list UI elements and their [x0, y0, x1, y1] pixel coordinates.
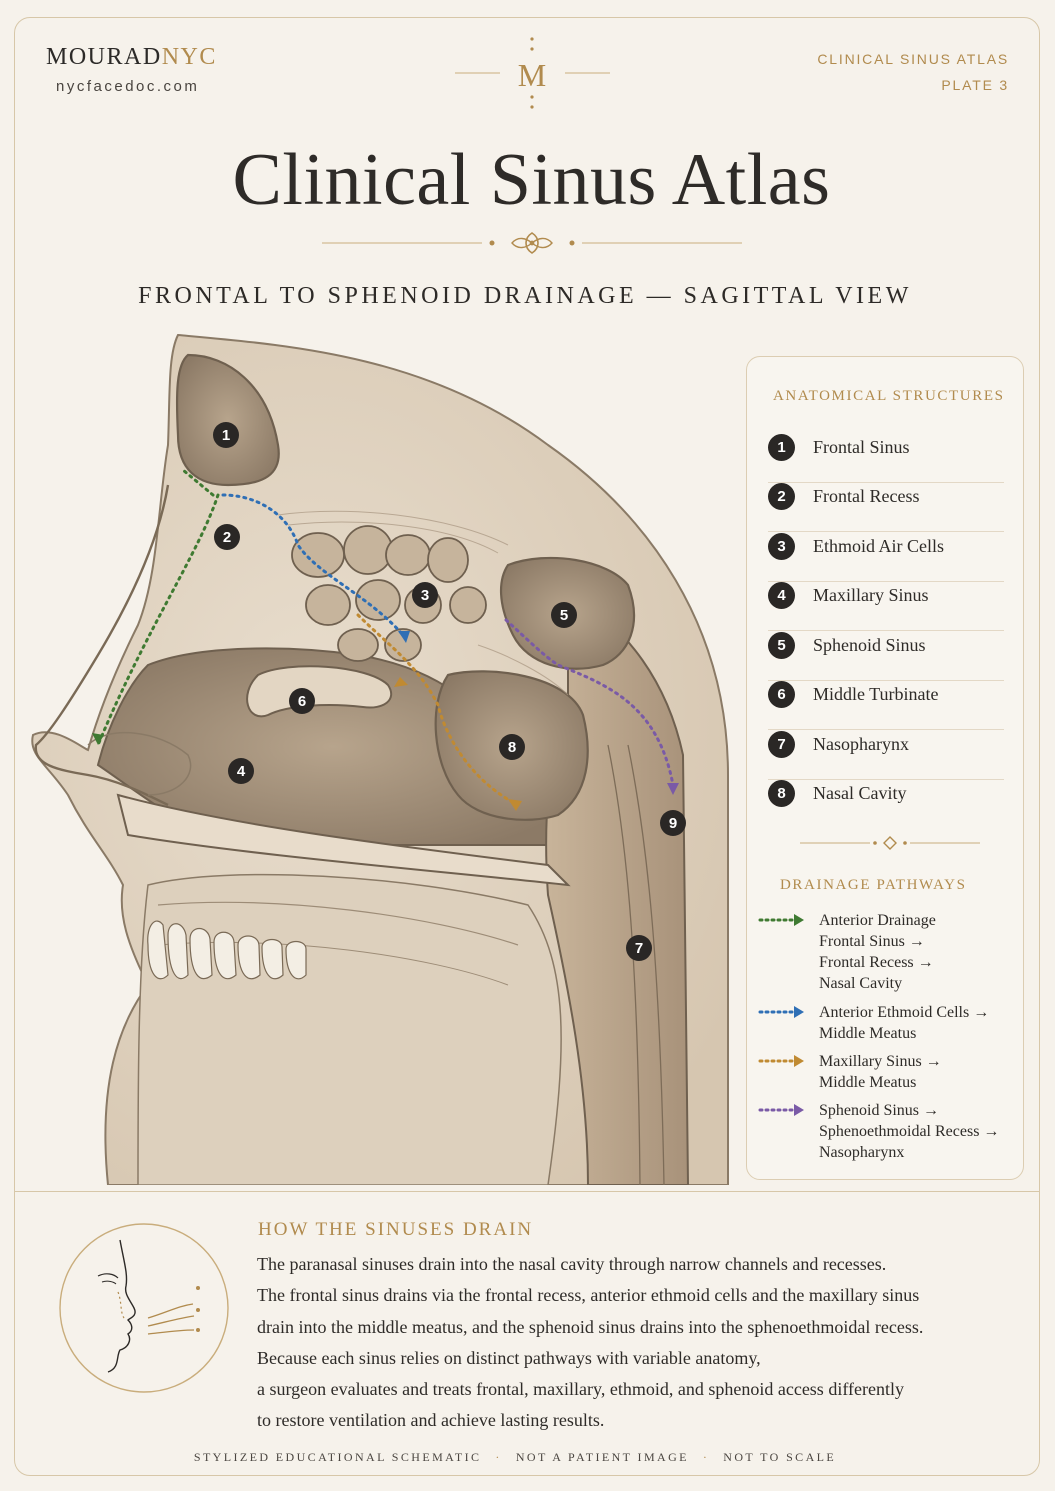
- footer-separator: ·: [495, 1450, 502, 1464]
- page-title: Clinical Sinus Atlas: [232, 139, 831, 221]
- brand-accent: NYC: [161, 44, 217, 70]
- title-ornament: [322, 232, 742, 254]
- series-label: CLINICAL SINUS ATLAS: [817, 51, 1009, 67]
- structure-number: 2: [768, 483, 795, 510]
- monogram-letter: M: [518, 57, 546, 93]
- marker-9: 9: [660, 810, 686, 836]
- svg-text:2: 2: [223, 529, 231, 546]
- pathway-text: Maxillary Sinus → Middle Meatus: [819, 1053, 942, 1091]
- body-line: to restore ventilation and achieve lasti…: [257, 1410, 605, 1430]
- structure-number: 1: [768, 434, 795, 461]
- blue-arrow-icon: [758, 1006, 804, 1018]
- body-line: drain into the middle meatus, and the sp…: [257, 1317, 924, 1337]
- structure-label: Frontal Recess: [813, 486, 920, 506]
- green-drainage-path: [92, 468, 220, 747]
- structure-number: 6: [768, 681, 795, 708]
- plate-number: PLATE 3: [941, 77, 1009, 93]
- page-frame: [14, 17, 1040, 1476]
- blue-drainage-path: [221, 493, 410, 643]
- brand-logo: MOURADNYC: [46, 44, 217, 71]
- pathway-text: Sphenoid Sinus → Sphenoethmoidal Recess …: [819, 1102, 1000, 1161]
- how-heading: HOW THE SINUSES DRAIN: [258, 1219, 534, 1240]
- brand-main: MOURAD: [46, 44, 162, 70]
- structure-number: 4: [768, 582, 795, 609]
- svg-text:7: 7: [635, 940, 643, 957]
- gold-drainage-path: [356, 613, 522, 811]
- section-divider: [14, 1191, 1040, 1193]
- structure-row: 4 Maxillary Sinus: [768, 582, 1004, 631]
- structure-row: 1 Frontal Sinus: [768, 434, 1004, 483]
- svg-text:4: 4: [237, 763, 246, 780]
- structure-label: Nasal Cavity: [813, 783, 907, 803]
- marker-6: 6: [289, 688, 315, 714]
- footer-disclaimer: STYLIZED EDUCATIONAL SCHEMATIC · NOT A PAT…: [0, 1450, 1030, 1465]
- structure-number: 3: [768, 533, 795, 560]
- structure-row: 7 Nasopharynx: [768, 731, 1004, 780]
- green-arrow-icon: [758, 914, 804, 926]
- svg-text:5: 5: [560, 607, 568, 624]
- body-line: The paranasal sinuses drain into the nas…: [257, 1254, 887, 1274]
- structure-label: Maxillary Sinus: [813, 585, 929, 605]
- structures-heading: ANATOMICAL STRUCTURES: [773, 388, 1005, 404]
- marker-3: 3: [412, 582, 438, 608]
- structure-number: 5: [768, 632, 795, 659]
- body-line: a surgeon evaluates and treats frontal, …: [257, 1379, 904, 1399]
- sagittal-anatomy-illustration: 1 2 3 4 5 6 7 8 9: [31, 333, 729, 1185]
- legend-divider-ornament: [800, 836, 980, 850]
- structure-row: 2 Frontal Recess: [768, 483, 1004, 532]
- svg-text:8: 8: [508, 739, 516, 756]
- purple-arrow-icon: [758, 1104, 804, 1116]
- marker-2: 2: [214, 524, 240, 550]
- face-profile-icon: [59, 1223, 229, 1393]
- footer-item: NOT TO SCALE: [723, 1450, 837, 1464]
- structure-label: Sphenoid Sinus: [813, 635, 926, 655]
- marker-7-pharynx: 7: [626, 935, 652, 961]
- structure-row: 3 Ethmoid Air Cells: [768, 533, 1004, 582]
- structure-label: Middle Turbinate: [813, 684, 939, 704]
- svg-text:3: 3: [421, 587, 429, 604]
- structure-label: Frontal Sinus: [813, 437, 910, 457]
- structure-number: 7: [768, 731, 795, 758]
- footer-item: NOT A PATIENT IMAGE: [515, 1450, 689, 1464]
- svg-text:9: 9: [669, 815, 677, 832]
- structure-number: 8: [768, 780, 795, 807]
- structure-label: Nasopharynx: [813, 734, 909, 754]
- svg-text:1: 1: [222, 427, 230, 444]
- purple-drainage-path: [504, 618, 679, 795]
- page-subtitle: FRONTAL TO SPHENOID DRAINAGE — SAGITTAL …: [138, 283, 912, 309]
- body-line: Because each sinus relies on distinct pa…: [257, 1348, 761, 1368]
- pathway-text: Anterior Ethmoid Cells → Middle Meatus: [819, 1004, 990, 1042]
- svg-text:6: 6: [298, 693, 306, 710]
- marker-5: 5: [551, 602, 577, 628]
- body-line: The frontal sinus drains via the frontal…: [257, 1285, 920, 1305]
- monogram-emblem: M: [455, 37, 610, 109]
- marker-8: 8: [499, 734, 525, 760]
- structure-label: Ethmoid Air Cells: [813, 536, 945, 556]
- footer-separator: ·: [702, 1450, 710, 1464]
- structure-row: 5 Sphenoid Sinus: [768, 632, 1004, 681]
- marker-4: 4: [228, 758, 254, 784]
- gold-arrow-icon: [758, 1055, 804, 1067]
- brand-url: nycfacedoc.com: [56, 78, 200, 95]
- marker-1: 1: [213, 422, 239, 448]
- pathway-text: Anterior Drainage Frontal Sinus → Fronta…: [819, 912, 936, 992]
- footer-item: STYLIZED EDUCATIONAL SCHEMATIC: [193, 1450, 482, 1464]
- structure-row: 6 Middle Turbinate: [768, 681, 1004, 730]
- pathways-heading: DRAINAGE PATHWAYS: [780, 877, 967, 893]
- structure-row: 8 Nasal Cavity: [768, 780, 1004, 829]
